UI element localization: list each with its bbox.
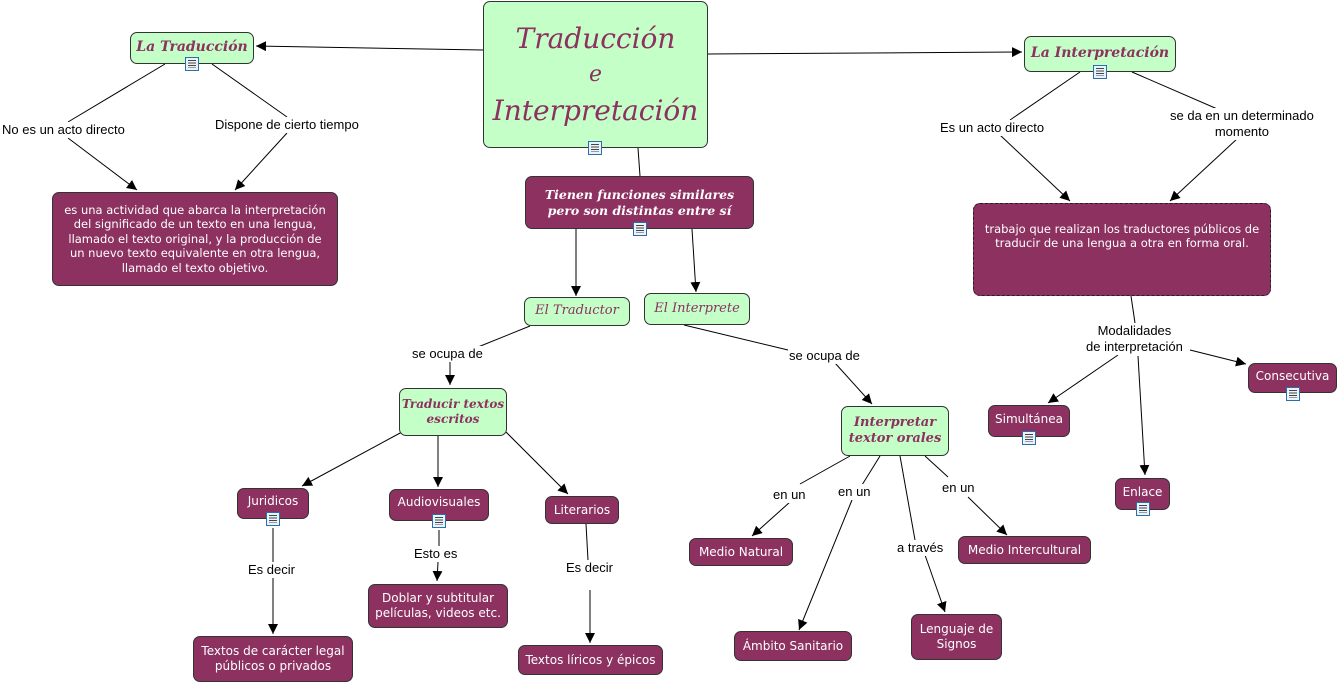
medio-natural-node[interactable]: Medio Natural [689,538,793,566]
main-title-line-3: Interpretación [492,93,699,127]
link-label-se-ocupa-2: se ocupa de [789,348,860,364]
link-label-no-es-acto: No es un acto directo [2,122,125,138]
interpretacion-definition-node[interactable]: trabajo que realizan los traductores púb… [973,203,1271,296]
medio-natural-label: Medio Natural [698,544,784,559]
link-label-en-un-2: en un [838,484,871,500]
la-traduccion-label: La Traducción [136,39,248,56]
medio-intercultural-node[interactable]: Medio Intercultural [958,536,1091,564]
medio-intercultural-label: Medio Intercultural [967,542,1082,557]
traductor-label: El Traductor [535,303,619,319]
link-label-modalidades: Modalidades de interpretación [1086,323,1183,355]
document-icon[interactable] [1286,387,1300,401]
document-icon[interactable] [185,57,199,71]
textos-liricos-node[interactable]: Textos líricos y épicos [518,645,663,675]
enlace-label: Enlace [1122,485,1163,499]
link-label-se-ocupa-1: se ocupa de [412,346,483,362]
interprete-label: El Interprete [654,300,740,316]
la-interpretacion-label: La Interpretación [1030,45,1170,62]
literarios-node[interactable]: Literarios [545,496,619,524]
interprete-node[interactable]: El Interprete [644,293,750,325]
link-label-se-da: se da en un determinado momento [1170,108,1314,140]
document-icon[interactable] [1136,502,1150,516]
link-label-es-decir-1: Es decir [248,562,295,578]
document-icon[interactable] [266,512,280,526]
link-label-se-da-line-1: se da en un determinado [1170,108,1314,123]
funciones-node[interactable]: Tienen funciones similares pero son dist… [525,176,754,229]
main-title-node[interactable]: Traducción e Interpretación [483,1,708,148]
link-label-es-decir-2: Es decir [566,560,613,576]
link-label-a-traves: a través [897,540,944,556]
document-icon[interactable] [1093,65,1107,79]
link-label-en-un-3: en un [942,480,975,496]
doblar-label: Doblar y subtitular películas, videos et… [375,591,501,620]
juridicos-label: Juridicos [247,494,299,508]
textos-legal-label: Textos de carácter legal públicos o priv… [201,644,345,673]
traducir-textos-node[interactable]: Traducir textos escritos [399,388,507,436]
traductor-node[interactable]: El Traductor [524,297,630,326]
link-label-esto-es: Esto es [414,546,458,562]
textos-liricos-label: Textos líricos y épicos [525,652,656,667]
doblar-node[interactable]: Doblar y subtitular películas, videos et… [368,584,508,628]
interpretacion-definition-text: trabajo que realizan los traductores púb… [984,222,1260,251]
simultanea-label: Simultánea [995,412,1063,426]
document-icon[interactable] [633,222,647,236]
lenguaje-signos-label: Lenguaje de Signos [919,622,994,651]
document-icon[interactable] [588,141,602,155]
traduccion-definition-text: es una actividad que abarca la interpret… [64,203,326,275]
audiovisuales-label: Audiovisuales [397,495,481,509]
main-title-line-1: Traducción [515,21,676,55]
link-label-se-da-line-2: momento [1214,124,1270,139]
main-title-line-2: e [588,61,603,87]
document-icon[interactable] [1022,431,1036,445]
link-label-dispone-tiempo: Dispone de cierto tiempo [215,117,359,133]
link-label-es-acto: Es un acto directo [940,120,1045,136]
link-label-modalidades-line-2: de interpretación [1086,339,1183,354]
link-label-en-un-1: en un [773,487,806,503]
ambito-sanitario-label: Ámbito Sanitario [742,638,844,653]
interpretar-textos-label: Interpretar textor orales [848,414,942,446]
consecutiva-label: Consecutiva [1255,369,1330,383]
ambito-sanitario-node[interactable]: Ámbito Sanitario [734,631,852,661]
textos-legal-node[interactable]: Textos de carácter legal públicos o priv… [193,636,353,682]
lenguaje-signos-node[interactable]: Lenguaje de Signos [911,614,1002,660]
interpretar-textos-node[interactable]: Interpretar textor orales [841,406,949,456]
document-icon[interactable] [432,514,446,528]
consecutiva-node[interactable]: Consecutiva [1248,363,1337,393]
traducir-textos-label: Traducir textos escritos [401,397,505,426]
traduccion-definition-node[interactable]: es una actividad que abarca la interpret… [52,192,338,286]
link-label-modalidades-line-1: Modalidades [1097,323,1172,338]
literarios-label: Literarios [553,502,611,517]
funciones-label: Tienen funciones similares pero son dist… [544,186,735,218]
